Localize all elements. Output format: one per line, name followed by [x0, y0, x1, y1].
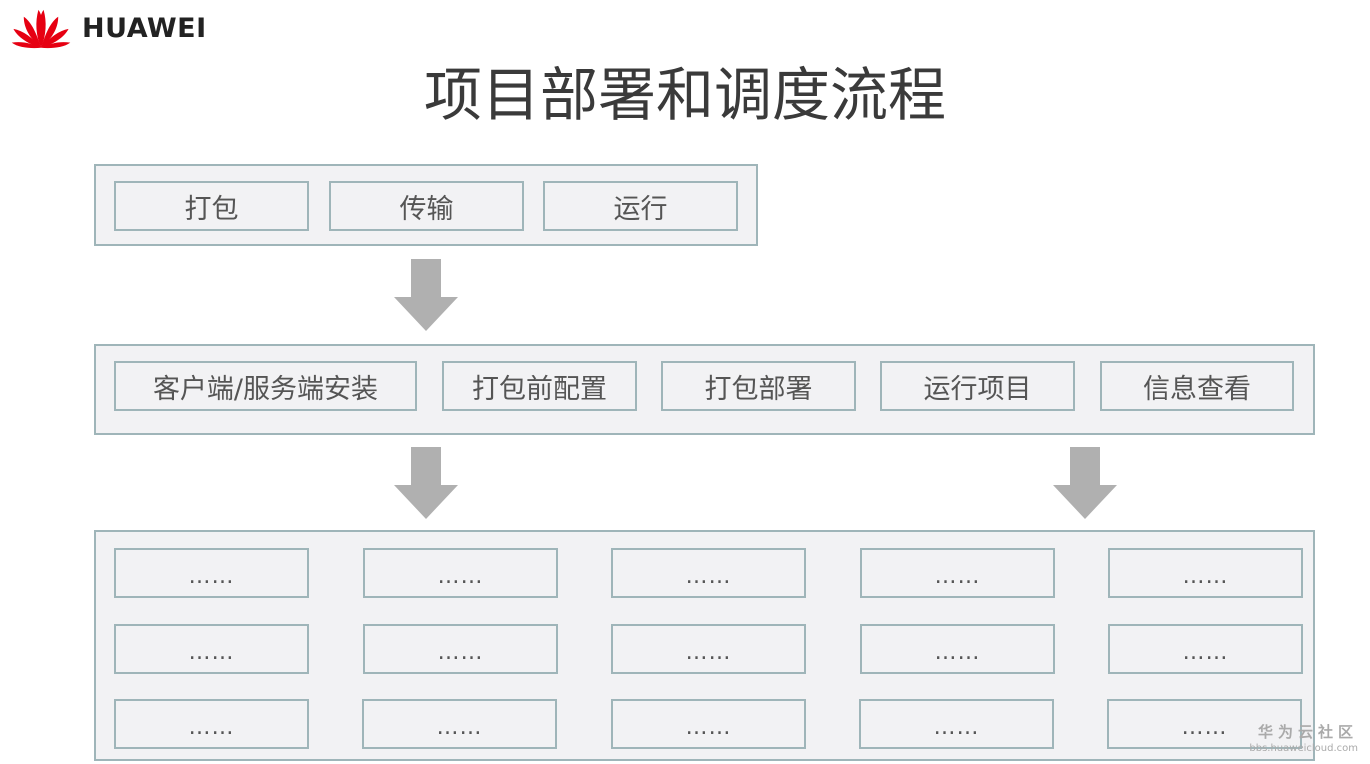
watermark-title: 华为云社区: [1257, 723, 1358, 741]
stage2-box-view-info: 信息查看: [1100, 361, 1294, 411]
placeholder-box: ……: [860, 624, 1055, 674]
placeholder-box: ……: [114, 624, 309, 674]
placeholder-box: ……: [860, 548, 1055, 598]
placeholder-box: ……: [611, 624, 806, 674]
stage1-box-transfer: 传输: [329, 181, 524, 231]
placeholder-box: ……: [1108, 624, 1303, 674]
watermark-url: bbs.huaweicloud.com: [1249, 743, 1358, 754]
placeholder-box: ……: [1107, 699, 1302, 749]
placeholder-box: ……: [114, 699, 309, 749]
huawei-logo: HUAWEI: [10, 5, 207, 51]
stage2-box-install: 客户端/服务端安装: [114, 361, 417, 411]
placeholder-box: ……: [611, 699, 806, 749]
page-title: 项目部署和调度流程: [423, 61, 946, 129]
down-arrow-icon: [1053, 447, 1117, 519]
down-arrow-icon: [394, 259, 458, 331]
stage2-box-deploy: 打包部署: [661, 361, 856, 411]
huawei-petal-logo-icon: [11, 9, 71, 49]
logo-text: HUAWEI: [82, 12, 207, 44]
placeholder-box: ……: [611, 548, 806, 598]
placeholder-box: ……: [363, 548, 558, 598]
placeholder-box: ……: [114, 548, 309, 598]
stage1-box-pack: 打包: [114, 181, 309, 231]
down-arrow-icon: [394, 447, 458, 519]
placeholder-box: ……: [859, 699, 1054, 749]
stage2-box-run-project: 运行项目: [880, 361, 1075, 411]
stage2-box-preconfig: 打包前配置: [442, 361, 637, 411]
watermark: 华为云社区 bbs.huaweicloud.com: [1249, 721, 1358, 754]
placeholder-box: ……: [363, 624, 558, 674]
stage1-box-run: 运行: [543, 181, 738, 231]
placeholder-box: ……: [1108, 548, 1303, 598]
placeholder-box: ……: [362, 699, 557, 749]
